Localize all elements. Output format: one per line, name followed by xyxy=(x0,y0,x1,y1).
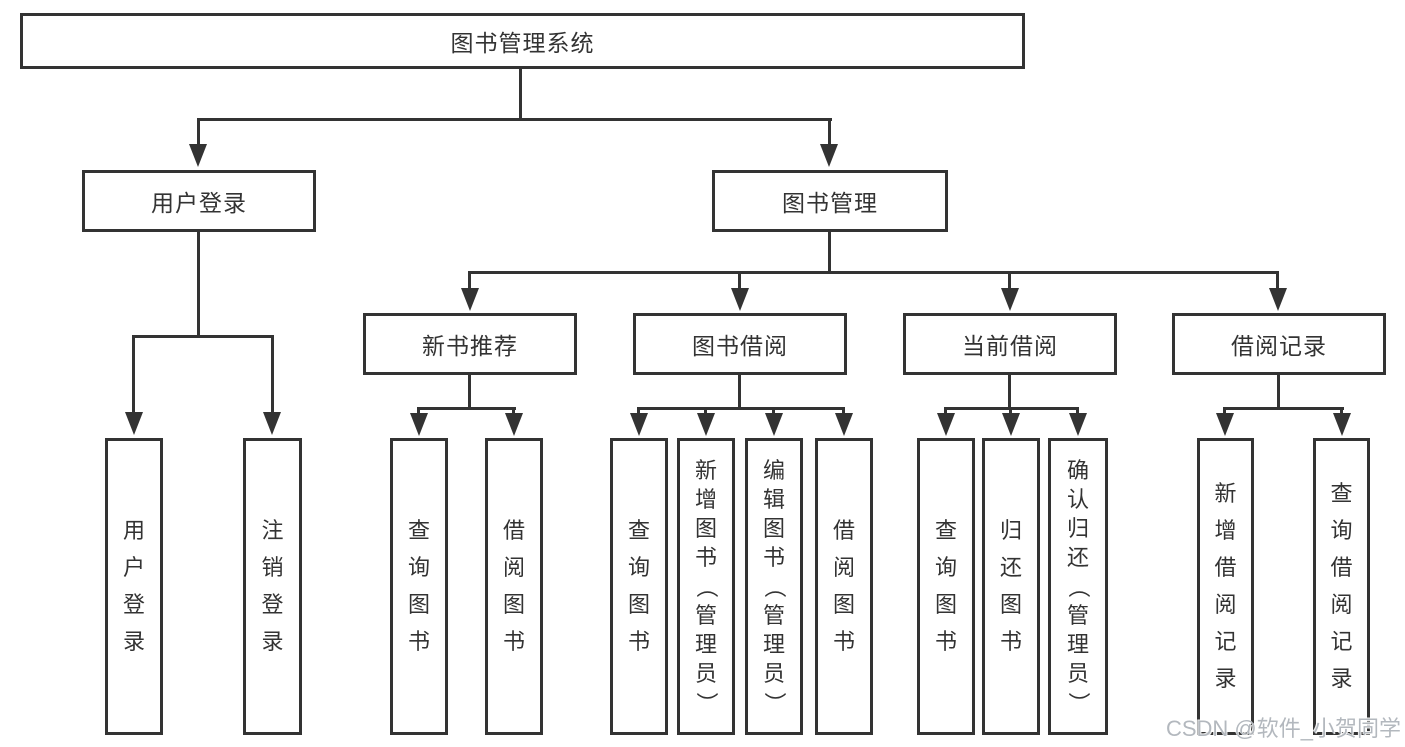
leaf-borrow-books: 借阅图书 xyxy=(815,438,873,735)
connector-root-bar xyxy=(197,118,832,121)
leaf-confirm-return-admin-label: 确认归还（管理员） xyxy=(1065,457,1091,714)
arrow-down-icon xyxy=(263,412,281,435)
node-user-login-label: 用户登录 xyxy=(151,190,247,216)
connector-borrow-drop-1 xyxy=(637,407,640,413)
leaf-user-login: 用户登录 xyxy=(105,438,163,735)
leaf-logout-label: 注销登录 xyxy=(261,518,284,654)
leaf-add-borrow-record: 新增借阅记录 xyxy=(1197,438,1254,735)
leaf-add-books-admin-label: 新增图书（管理员） xyxy=(693,457,719,714)
arrow-down-icon xyxy=(505,413,523,436)
node-new-book-recommend-label: 新书推荐 xyxy=(422,333,518,359)
connector-current-stem xyxy=(1008,375,1011,407)
connector-borrow-drop-3 xyxy=(772,407,775,413)
node-current-borrow-label: 当前借阅 xyxy=(962,333,1058,359)
arrow-down-icon xyxy=(1269,288,1287,311)
connector-current-drop-3 xyxy=(1076,407,1079,413)
connector-borrow-drop-2 xyxy=(704,407,707,413)
connector-root-drop-left xyxy=(197,118,200,144)
node-new-book-recommend: 新书推荐 xyxy=(363,313,577,375)
arrow-down-icon xyxy=(1216,413,1234,436)
connector-root-drop-right xyxy=(828,118,831,144)
connector-mgmt-drop-1 xyxy=(468,271,471,288)
node-current-borrow: 当前借阅 xyxy=(903,313,1117,375)
connector-recommend-drop-2 xyxy=(512,407,515,413)
leaf-logout: 注销登录 xyxy=(243,438,302,735)
arrow-down-icon xyxy=(835,413,853,436)
csdn-watermark: CSDN @软件_小贺同学 xyxy=(1165,716,1401,741)
node-borrow-records-label: 借阅记录 xyxy=(1231,333,1327,359)
leaf-add-borrow-record-label: 新增借阅记录 xyxy=(1214,481,1237,691)
connector-records-drop-2 xyxy=(1340,407,1343,413)
node-book-borrow-label: 图书借阅 xyxy=(692,333,788,359)
arrow-down-icon xyxy=(630,413,648,436)
leaf-current-query-books: 查询图书 xyxy=(917,438,975,735)
leaf-user-login-label: 用户登录 xyxy=(122,518,145,654)
connector-login-bar xyxy=(132,335,274,338)
arrow-down-icon xyxy=(731,288,749,311)
leaf-borrow-books-label: 借阅图书 xyxy=(832,518,855,654)
leaf-recommend-borrow-books: 借阅图书 xyxy=(485,438,543,735)
arrow-down-icon xyxy=(125,412,143,435)
node-library-system: 图书管理系统 xyxy=(20,13,1025,69)
leaf-borrow-query-books: 查询图书 xyxy=(610,438,668,735)
node-book-borrow: 图书借阅 xyxy=(633,313,847,375)
leaf-current-query-books-label: 查询图书 xyxy=(934,518,957,654)
connector-borrow-drop-4 xyxy=(842,407,845,413)
connector-mgmt-stem xyxy=(828,232,831,271)
connector-mgmt-drop-2 xyxy=(738,271,741,288)
arrow-down-icon xyxy=(1333,413,1351,436)
connector-login-stem xyxy=(197,232,200,335)
leaf-edit-books-admin: 编辑图书（管理员） xyxy=(745,438,803,735)
node-borrow-records: 借阅记录 xyxy=(1172,313,1386,375)
arrow-down-icon xyxy=(1002,413,1020,436)
connector-mgmt-bar xyxy=(468,271,1279,274)
connector-records-drop-1 xyxy=(1223,407,1226,413)
connector-records-bar xyxy=(1223,407,1344,410)
node-user-login: 用户登录 xyxy=(82,170,316,232)
connector-borrow-stem xyxy=(738,375,741,407)
arrow-down-icon xyxy=(461,288,479,311)
leaf-borrow-query-books-label: 查询图书 xyxy=(627,518,650,654)
connector-current-drop-2 xyxy=(1009,407,1012,413)
leaf-recommend-query-books-label: 查询图书 xyxy=(407,518,430,654)
leaf-confirm-return-admin: 确认归还（管理员） xyxy=(1048,438,1108,735)
node-library-system-label: 图书管理系统 xyxy=(450,30,595,56)
arrow-down-icon xyxy=(697,413,715,436)
arrow-down-icon xyxy=(937,413,955,436)
leaf-edit-books-admin-label: 编辑图书（管理员） xyxy=(761,457,787,714)
connector-mgmt-drop-4 xyxy=(1276,271,1279,288)
leaf-query-borrow-record-label: 查询借阅记录 xyxy=(1330,481,1353,691)
arrow-down-icon xyxy=(410,413,428,436)
connector-borrow-bar xyxy=(637,407,845,410)
connector-recommend-bar xyxy=(417,407,516,410)
arrow-down-icon xyxy=(189,144,207,167)
arrow-down-icon xyxy=(1001,288,1019,311)
connector-mgmt-drop-3 xyxy=(1008,271,1011,288)
connector-root-stem xyxy=(519,69,522,119)
leaf-recommend-borrow-books-label: 借阅图书 xyxy=(502,518,525,654)
arrow-down-icon xyxy=(765,413,783,436)
node-book-management: 图书管理 xyxy=(712,170,948,232)
leaf-recommend-query-books: 查询图书 xyxy=(390,438,448,735)
connector-recommend-drop-1 xyxy=(417,407,420,413)
leaf-add-books-admin: 新增图书（管理员） xyxy=(677,438,735,735)
connector-current-drop-1 xyxy=(944,407,947,413)
connector-login-drop-2 xyxy=(271,335,274,412)
node-book-management-label: 图书管理 xyxy=(782,190,878,216)
arrow-down-icon xyxy=(1069,413,1087,436)
connector-recommend-stem xyxy=(468,375,471,407)
leaf-return-books-label: 归还图书 xyxy=(999,518,1022,654)
connector-records-stem xyxy=(1277,375,1280,407)
arrow-down-icon xyxy=(820,144,838,167)
connector-login-drop-1 xyxy=(132,335,135,412)
leaf-return-books: 归还图书 xyxy=(982,438,1040,735)
leaf-query-borrow-record: 查询借阅记录 xyxy=(1313,438,1370,735)
